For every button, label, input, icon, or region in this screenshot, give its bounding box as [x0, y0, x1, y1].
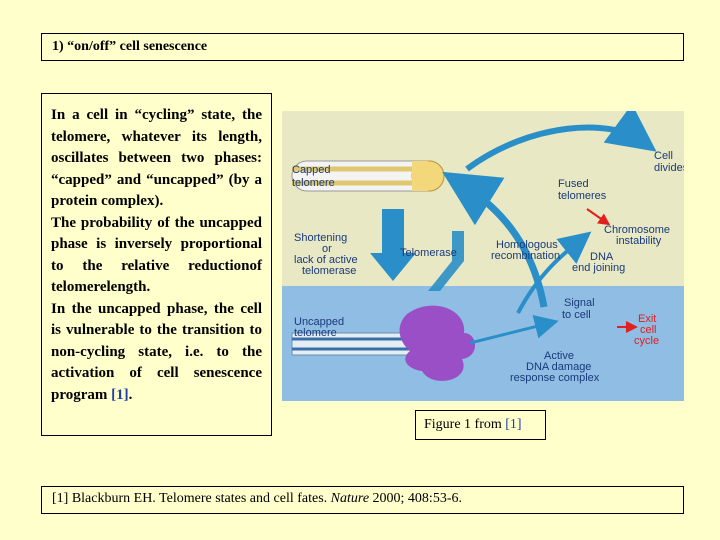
- reference-footer: [1] Blackburn EH. Telomere states and ce…: [41, 486, 684, 514]
- caption-reference-link[interactable]: [1]: [505, 417, 521, 432]
- footer-citation-end: 2000; 408:53-6.: [369, 491, 462, 506]
- paragraph-3: In the uncapped phase, the cell is vulne…: [51, 299, 262, 407]
- caption-text: Figure 1 from: [424, 417, 505, 432]
- paragraph-1: In a cell in “cycling” state, the telome…: [51, 105, 262, 213]
- footer-citation: [1] Blackburn EH. Telomere states and ce…: [52, 491, 331, 506]
- telomerase-label: Telomerase: [400, 247, 457, 259]
- homologous-recombination-label: Homologous recombination: [491, 239, 561, 262]
- telomere-diagram-svg: Capped telomere Cell divides Fused telom…: [282, 111, 684, 401]
- footer-journal: Nature: [331, 491, 369, 506]
- explanation-text-box: In a cell in “cycling” state, the telome…: [41, 93, 272, 436]
- paragraph-3-text: In the uncapped phase, the cell is vulne…: [51, 301, 262, 403]
- slide-title-text: 1) “on/off” cell senescence: [52, 39, 207, 54]
- reference-link[interactable]: [1]: [111, 387, 129, 403]
- telomere-diagram: Capped telomere Cell divides Fused telom…: [282, 111, 684, 401]
- capped-telomere-label: Capped telomere: [292, 164, 335, 189]
- figure-caption: Figure 1 from [1]: [415, 410, 546, 440]
- paragraph-3-end: .: [129, 387, 133, 403]
- paragraph-2: The probability of the uncapped phase is…: [51, 213, 262, 299]
- slide-title: 1) “on/off” cell senescence: [41, 33, 684, 61]
